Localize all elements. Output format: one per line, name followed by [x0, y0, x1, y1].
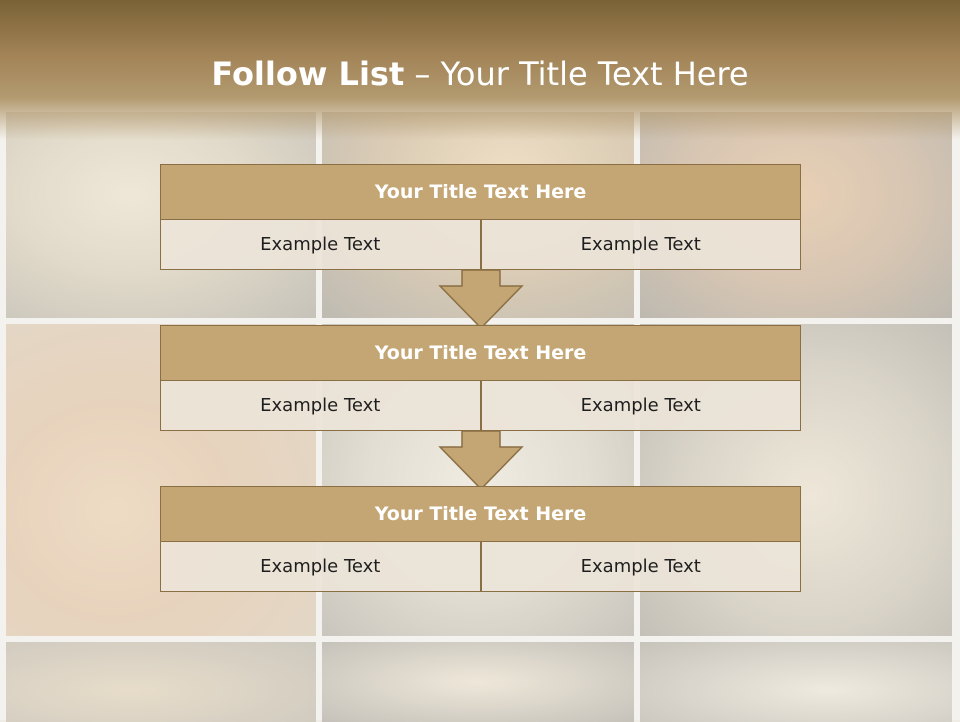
slide-title-rest: – Your Title Text Here: [414, 55, 749, 93]
block-title: Your Title Text Here: [160, 164, 801, 220]
process-block-3: Your Title Text Here Example Text Exampl…: [160, 486, 801, 592]
block-cell-right: Example Text: [480, 220, 801, 270]
process-block-2: Your Title Text Here Example Text Exampl…: [160, 325, 801, 431]
photo-tile-bowl: [6, 642, 316, 722]
block-cell-left: Example Text: [160, 542, 481, 592]
block-row: Example Text Example Text: [160, 542, 801, 592]
block-row: Example Text Example Text: [160, 220, 801, 270]
down-arrow-icon: [438, 270, 524, 330]
slide-title: Follow List – Your Title Text Here: [0, 52, 960, 96]
block-cell-left: Example Text: [160, 381, 481, 431]
block-title: Your Title Text Here: [160, 325, 801, 381]
slide-title-bold: Follow List: [211, 55, 405, 93]
block-cell-left: Example Text: [160, 220, 481, 270]
block-cell-right: Example Text: [480, 381, 801, 431]
header-band: [0, 0, 960, 140]
photo-tile-shrimp-dumplings: [322, 642, 634, 722]
block-cell-right: Example Text: [480, 542, 801, 592]
block-title: Your Title Text Here: [160, 486, 801, 542]
photo-tile-fried-rice: [640, 642, 952, 722]
process-block-1: Your Title Text Here Example Text Exampl…: [160, 164, 801, 270]
down-arrow-icon: [438, 431, 524, 491]
block-row: Example Text Example Text: [160, 381, 801, 431]
